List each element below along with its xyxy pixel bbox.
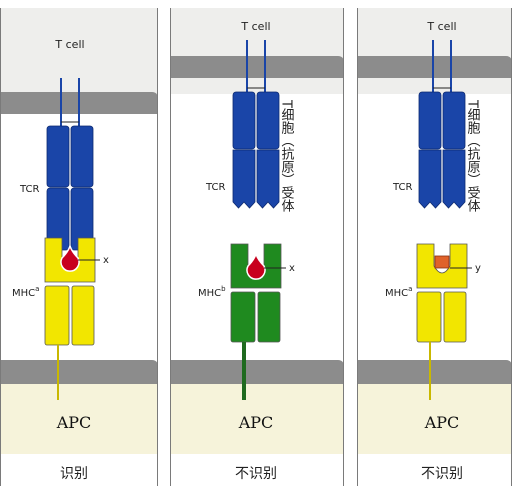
t-cell-label: T cell — [240, 20, 270, 33]
mhc-label: MHCb — [198, 285, 226, 299]
antigen-peptide — [60, 243, 80, 272]
mhc-beta2m-domain — [257, 291, 281, 343]
tcr-alpha-constant-domain — [232, 91, 256, 150]
tcr-label: TCR — [392, 182, 413, 193]
apc-region — [0, 384, 158, 454]
t-cell-label: T cell — [426, 20, 456, 33]
mhc-peptide-groove — [416, 243, 468, 289]
t-cell-membrane — [357, 56, 512, 78]
apc-region — [357, 384, 512, 454]
mhc-label-text: MHC — [198, 288, 221, 299]
tcr-label: TCR — [19, 184, 40, 195]
tcr-alpha-constant-domain — [418, 91, 442, 150]
tcr-alpha-variable-domain — [232, 149, 256, 209]
mhc-beta2m-domain — [443, 291, 467, 343]
t-cell-region — [357, 8, 512, 94]
mhc-alpha3-domain — [230, 291, 256, 343]
apc-label: APC — [56, 413, 92, 432]
tcr-beta-variable-domain — [442, 149, 466, 209]
tcr-alpha-constant-domain — [46, 125, 70, 188]
mhc-beta2m-domain — [71, 285, 95, 346]
apc-region — [170, 384, 344, 454]
antigen-peptide — [434, 255, 450, 269]
panel-caption: 不识别 — [421, 466, 463, 482]
apc-label: APC — [238, 413, 274, 432]
t-cell-membrane — [170, 56, 344, 78]
apc-label: APC — [424, 413, 460, 432]
tcr-beta-constant-domain — [256, 91, 280, 150]
tcr-beta-constant-domain — [70, 125, 94, 188]
antigen-label: y — [475, 263, 481, 274]
antigen-label: x — [289, 263, 295, 274]
t-cell-region — [170, 8, 344, 94]
mhc-label-superscript: a — [408, 285, 412, 293]
apc-membrane — [170, 360, 344, 384]
t-cell-label: T cell — [54, 38, 84, 51]
apc-membrane — [357, 360, 512, 384]
mhc-label-superscript: a — [35, 285, 39, 293]
mhc-label-text: MHC — [385, 288, 408, 299]
panel-caption: 识别 — [60, 466, 88, 482]
tcr-alpha-variable-domain — [418, 149, 442, 209]
mhc-label: MHCa — [12, 285, 39, 299]
tcr-beta-variable-domain — [256, 149, 280, 209]
tcr-side-label: T细胞（抗原）受体 — [465, 99, 481, 212]
panel-caption: 不识别 — [235, 466, 277, 482]
mhc-label-text: MHC — [12, 288, 35, 299]
antigen-label: x — [103, 255, 109, 266]
tcr-side-label: T细胞（抗原）受体 — [279, 99, 295, 212]
tcr-label: TCR — [205, 182, 226, 193]
antigen-peptide — [246, 251, 266, 280]
mhc-label-superscript: b — [221, 285, 226, 293]
mhc-alpha3-domain — [416, 291, 442, 343]
mhc-label: MHCa — [385, 285, 412, 299]
tcr-beta-constant-domain — [442, 91, 466, 150]
apc-membrane — [0, 360, 158, 384]
mhc-alpha3-domain — [44, 285, 70, 346]
